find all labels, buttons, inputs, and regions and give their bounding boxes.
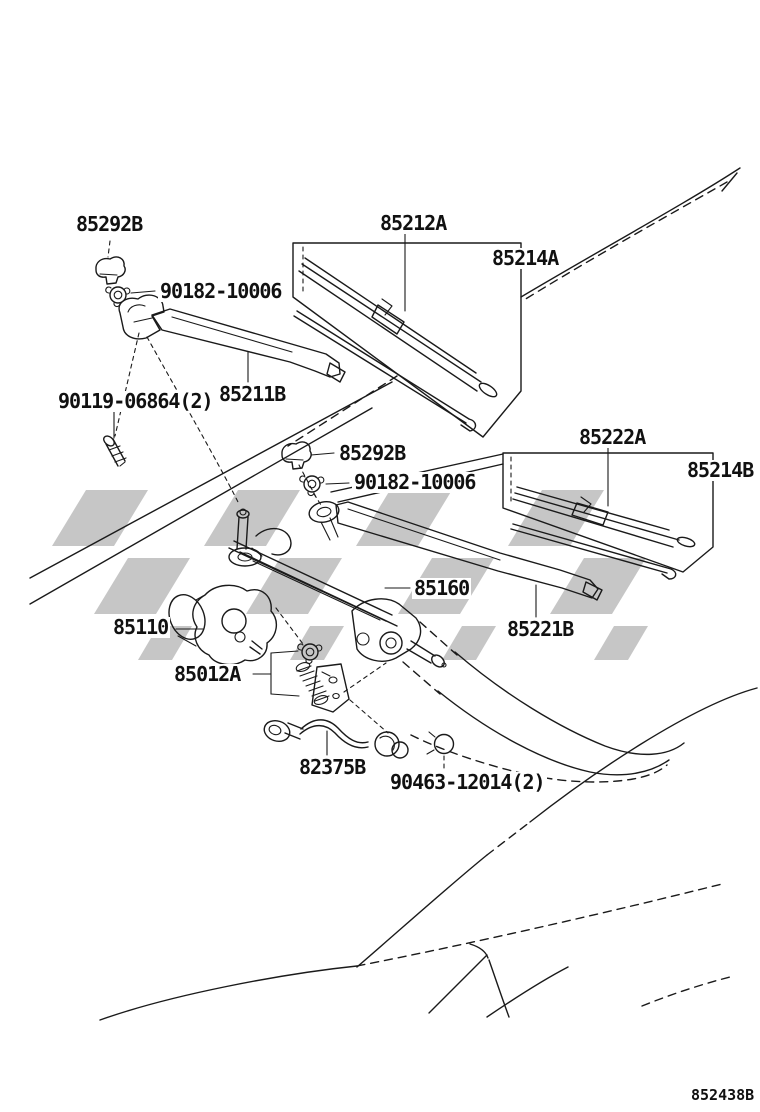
part-label-85222A: 85222A [577, 425, 648, 449]
wiper-arm-1 [118, 294, 346, 383]
part-label-85012A: 85012A [172, 662, 243, 686]
mount-bracket-spring [295, 661, 350, 713]
part-label-85292B-2: 85292B [337, 441, 408, 465]
watermark-logo [52, 490, 648, 660]
part-label-90182-10006-1: 90182-10006 [158, 279, 284, 303]
part-label-82375B: 82375B [297, 755, 368, 779]
wiring-harness [263, 719, 409, 759]
wiper-blade-box-2 [502, 452, 714, 580]
part-label-85211B: 85211B [217, 382, 288, 406]
wiper-motor [168, 584, 278, 666]
part-label-85214A: 85214A [490, 246, 561, 270]
part-label-90119-06864: 90119-06864(2) [56, 389, 215, 413]
wiper-linkage-frame [228, 508, 398, 627]
pivot-cap [95, 256, 126, 285]
part-label-85212A: 85212A [378, 211, 449, 235]
wiper-arm-2 [308, 501, 603, 601]
part-label-85110: 85110 [111, 615, 171, 639]
mount-nut [105, 286, 131, 308]
callout-leader-lines [107, 225, 609, 771]
pivot-bracket-right [351, 598, 447, 668]
hood-outline-lines [99, 621, 758, 1021]
part-label-85221B: 85221B [505, 617, 576, 641]
part-label-90182-10006-2: 90182-10006 [352, 470, 478, 494]
wiper-blade-box-1 [292, 242, 522, 438]
part-label-85214B: 85214B [685, 458, 756, 482]
part-label-85160: 85160 [412, 576, 472, 600]
part-label-90463-12014: 90463-12014(2) [388, 770, 547, 794]
harness-clamp [426, 731, 455, 755]
part-label-diagram-code: 852438B [689, 1086, 757, 1104]
part-label-85292B-1: 85292B [74, 212, 145, 236]
arm-bolt [103, 435, 127, 467]
